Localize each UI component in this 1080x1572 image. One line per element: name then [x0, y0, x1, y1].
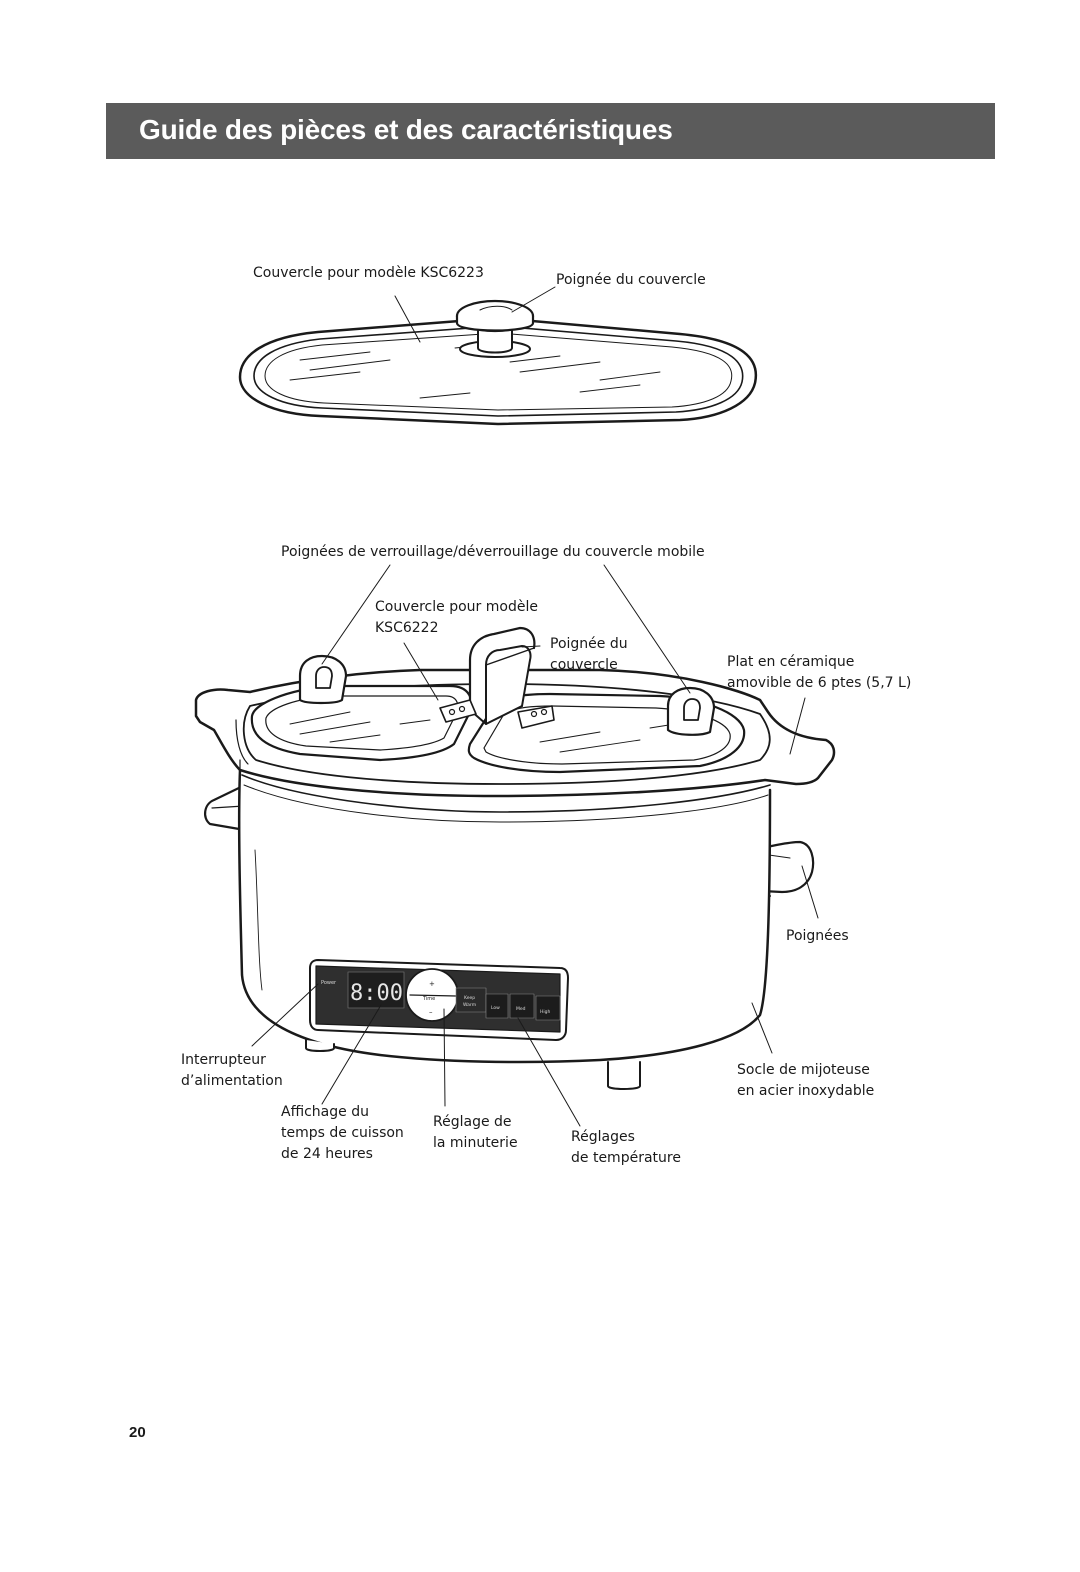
- label-lock-handles: Poignées de verrouillage/déverrouillage …: [281, 544, 705, 560]
- page-title: Guide des pièces et des caractéristiques: [139, 114, 673, 145]
- lid-knob-top: [455, 299, 535, 358]
- label-timer-line1: Réglage de: [433, 1114, 512, 1130]
- lock-handle-left: [298, 654, 348, 705]
- plus-button-label: +: [429, 980, 435, 988]
- label-ceramic-line1: Plat en céramique: [727, 654, 855, 670]
- label-power-switch: Interrupteur d’alimentation: [181, 1050, 283, 1092]
- label-lid-handle: Poignée du couvercle: [550, 634, 628, 676]
- time-display: 8:00: [350, 981, 403, 1006]
- label-ceramic-crock: Plat en céramique amovible de 6 ptes (5,…: [727, 652, 911, 694]
- label-power-line1: Interrupteur: [181, 1052, 266, 1068]
- page-number: 20: [129, 1424, 146, 1441]
- label-lid-knob: Poignée du couvercle: [556, 272, 706, 288]
- label-display-line1: Affichage du: [281, 1104, 369, 1120]
- label-lid-handle-line1: Poignée du: [550, 636, 628, 652]
- label-handles: Poignées: [786, 928, 849, 944]
- high-button-label: High: [540, 1009, 550, 1015]
- lid-ksc6222: [250, 684, 473, 762]
- label-ceramic-line2: amovible de 6 ptes (5,7 L): [727, 675, 912, 691]
- stainless-steel-base: [237, 768, 772, 1090]
- minus-button-label: –: [429, 1008, 433, 1016]
- label-base-line2: en acier inoxydable: [737, 1083, 875, 1099]
- low-button-label: Low: [491, 1005, 500, 1011]
- lid-handle-center: [439, 626, 555, 729]
- label-lid-ksc6223: Couvercle pour modèle KSC6223: [253, 265, 484, 281]
- label-timer-setting: Réglage de la minuterie: [433, 1112, 518, 1154]
- label-lid-ksc6222: Couvercle pour modèle KSC6222: [375, 597, 538, 639]
- label-display-line2: temps de cuisson: [281, 1125, 404, 1141]
- label-base-line1: Socle de mijoteuse: [737, 1062, 870, 1078]
- label-lid-handle-line2: couvercle: [550, 657, 618, 673]
- label-lid-ksc6222-line1: Couvercle pour modèle: [375, 599, 538, 615]
- label-temp-line1: Réglages: [571, 1129, 635, 1145]
- label-time-display: Affichage du temps de cuisson de 24 heur…: [281, 1102, 404, 1165]
- med-button-label: Med: [516, 1006, 526, 1012]
- lid-ksc6223: [238, 316, 758, 426]
- keep-warm-label-2: Warm: [463, 1002, 476, 1008]
- label-timer-line2: la minuterie: [433, 1135, 518, 1151]
- control-panel: [309, 959, 569, 1041]
- keep-warm-label-1: Keep: [464, 995, 475, 1001]
- label-base: Socle de mijoteuse en acier inoxydable: [737, 1060, 874, 1102]
- lock-handle-right: [666, 686, 716, 736]
- leader-lines: [251, 286, 819, 1127]
- label-display-line3: de 24 heures: [281, 1146, 373, 1162]
- time-button-label: Time: [422, 996, 435, 1002]
- label-temperature-settings: Réglages de température: [571, 1127, 681, 1169]
- label-temp-line2: de température: [571, 1150, 681, 1166]
- label-lid-ksc6222-line2: KSC6222: [375, 620, 439, 636]
- panel-text: Power 8:00 + Time – Keep Warm Low Med Hi…: [321, 980, 550, 1016]
- section-header: Guide des pièces et des caractéristiques: [106, 103, 995, 159]
- label-power-line2: d’alimentation: [181, 1073, 283, 1089]
- power-button-label: Power: [321, 980, 337, 986]
